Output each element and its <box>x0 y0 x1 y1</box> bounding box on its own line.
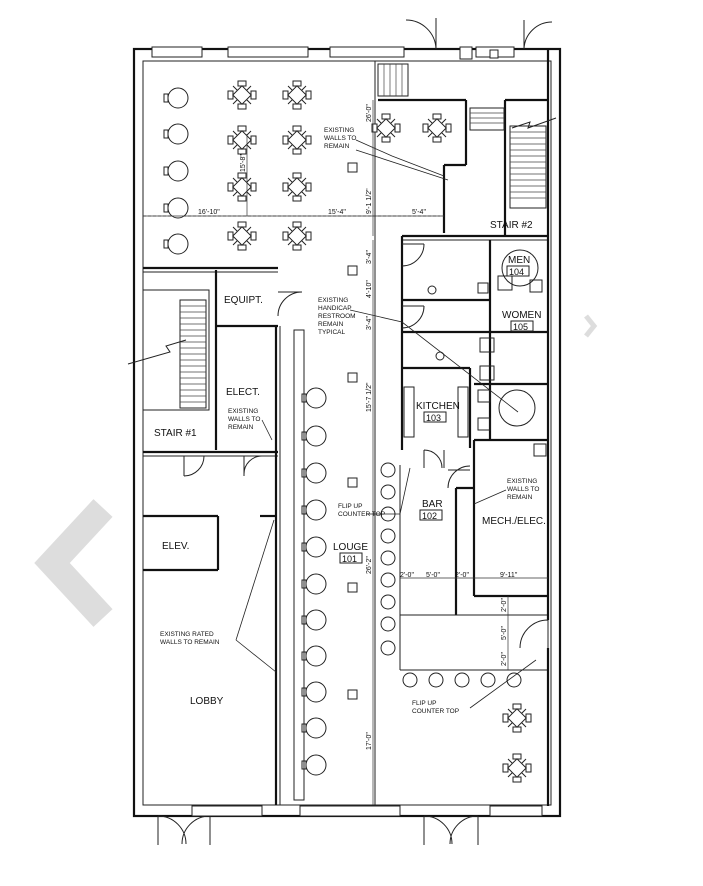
men-label: MEN <box>508 255 530 266</box>
women-number: 105 <box>513 322 528 332</box>
interior-walls <box>143 50 550 806</box>
louge-label: LOUGE <box>333 542 368 553</box>
entrance-doors[interactable] <box>157 18 553 845</box>
interior-doors[interactable] <box>183 243 549 649</box>
louge-number: 101 <box>342 554 357 564</box>
dim-2-0d: 2'-0" <box>501 652 508 666</box>
columns <box>347 162 358 700</box>
kitchen-number: 103 <box>426 413 441 423</box>
restroom-fixtures <box>403 249 547 457</box>
stair2-label: STAIR #2 <box>490 220 533 231</box>
dim-4-10: 4'-10" <box>366 280 373 298</box>
bar-number: 102 <box>422 511 437 521</box>
dim-2-0c: 2'-0" <box>501 598 508 612</box>
watermark-chevron-right <box>584 314 598 338</box>
note-walls-mech: EXISTING WALLS TO REMAIN <box>507 478 541 501</box>
women-label: WOMEN <box>502 310 541 321</box>
stair-2-graphic <box>377 63 557 209</box>
note-walls-elect: EXISTING WALLS TO REMAIN <box>228 408 262 431</box>
exterior-walls <box>132 46 562 818</box>
dim-5-0b: 5'-0" <box>501 626 508 640</box>
dim-15-7: 15'-7 1/2" <box>366 382 373 412</box>
dim-5-0a: 5'-0" <box>426 572 440 579</box>
lounge-stools <box>301 387 327 776</box>
dim-3-4b: 3'-4" <box>366 316 373 330</box>
dim-17-0: 17'-0" <box>366 732 373 750</box>
room-labels: EQUIPT. ELECT. STAIR #1 STAIR #2 ELEV. L… <box>154 220 546 707</box>
note-handicap: EXISTING HANDICAP RESTROOM REMAIN TYPICA… <box>318 297 357 336</box>
lounge-counter <box>293 329 305 801</box>
dim-16-10: 16'-10" <box>198 209 220 216</box>
elect-label: ELECT. <box>226 387 260 398</box>
note-rated: EXISTING RATED WALLS TO REMAIN <box>160 631 220 646</box>
note-flip-top: FLIP UP COUNTER TOP <box>338 503 385 518</box>
dim-15-8: 15'-8" <box>240 154 247 172</box>
dim-9-1: 9'-1 1/2" <box>366 188 373 214</box>
mech-label: MECH./ELEC. <box>482 516 546 527</box>
dim-26-0: 26'-0" <box>366 104 373 122</box>
notes: EXISTING WALLS TO REMAIN EXISTING HANDIC… <box>160 127 541 715</box>
dim-15-4: 15'-4" <box>328 209 346 216</box>
equipt-label: EQUIPT. <box>224 295 263 306</box>
bar-label: BAR <box>422 499 443 510</box>
dim-3-4a: 3'-4" <box>366 250 373 264</box>
note-walls-top: EXISTING WALLS TO REMAIN <box>324 127 358 150</box>
note-leaders <box>235 139 537 709</box>
stair-1-graphic <box>127 289 210 411</box>
dim-5-4: 5'-4" <box>412 209 426 216</box>
bar-stools <box>380 462 522 688</box>
dimension-labels: 16'-10" 15'-4" 5'-4" 9'-1 1/2" 26'-0" 15… <box>198 104 518 750</box>
dimension-lines <box>143 100 548 805</box>
watermark-chevron-left <box>34 499 113 627</box>
lobby-label: LOBBY <box>190 696 224 707</box>
dim-9-11: 9'-11" <box>500 572 518 579</box>
stools-top-left <box>163 87 189 255</box>
dim-2-0a: 2'-0" <box>400 572 414 579</box>
dim-26-2: 26'-2" <box>366 556 373 574</box>
elev-label: ELEV. <box>162 541 189 552</box>
stair1-label: STAIR #1 <box>154 428 197 439</box>
note-flip-bottom: FLIP UP COUNTER TOP <box>412 700 459 715</box>
men-number: 104 <box>509 267 524 277</box>
dim-2-0b: 2'-0" <box>455 572 469 579</box>
kitchen-label: KITCHEN <box>416 401 460 412</box>
